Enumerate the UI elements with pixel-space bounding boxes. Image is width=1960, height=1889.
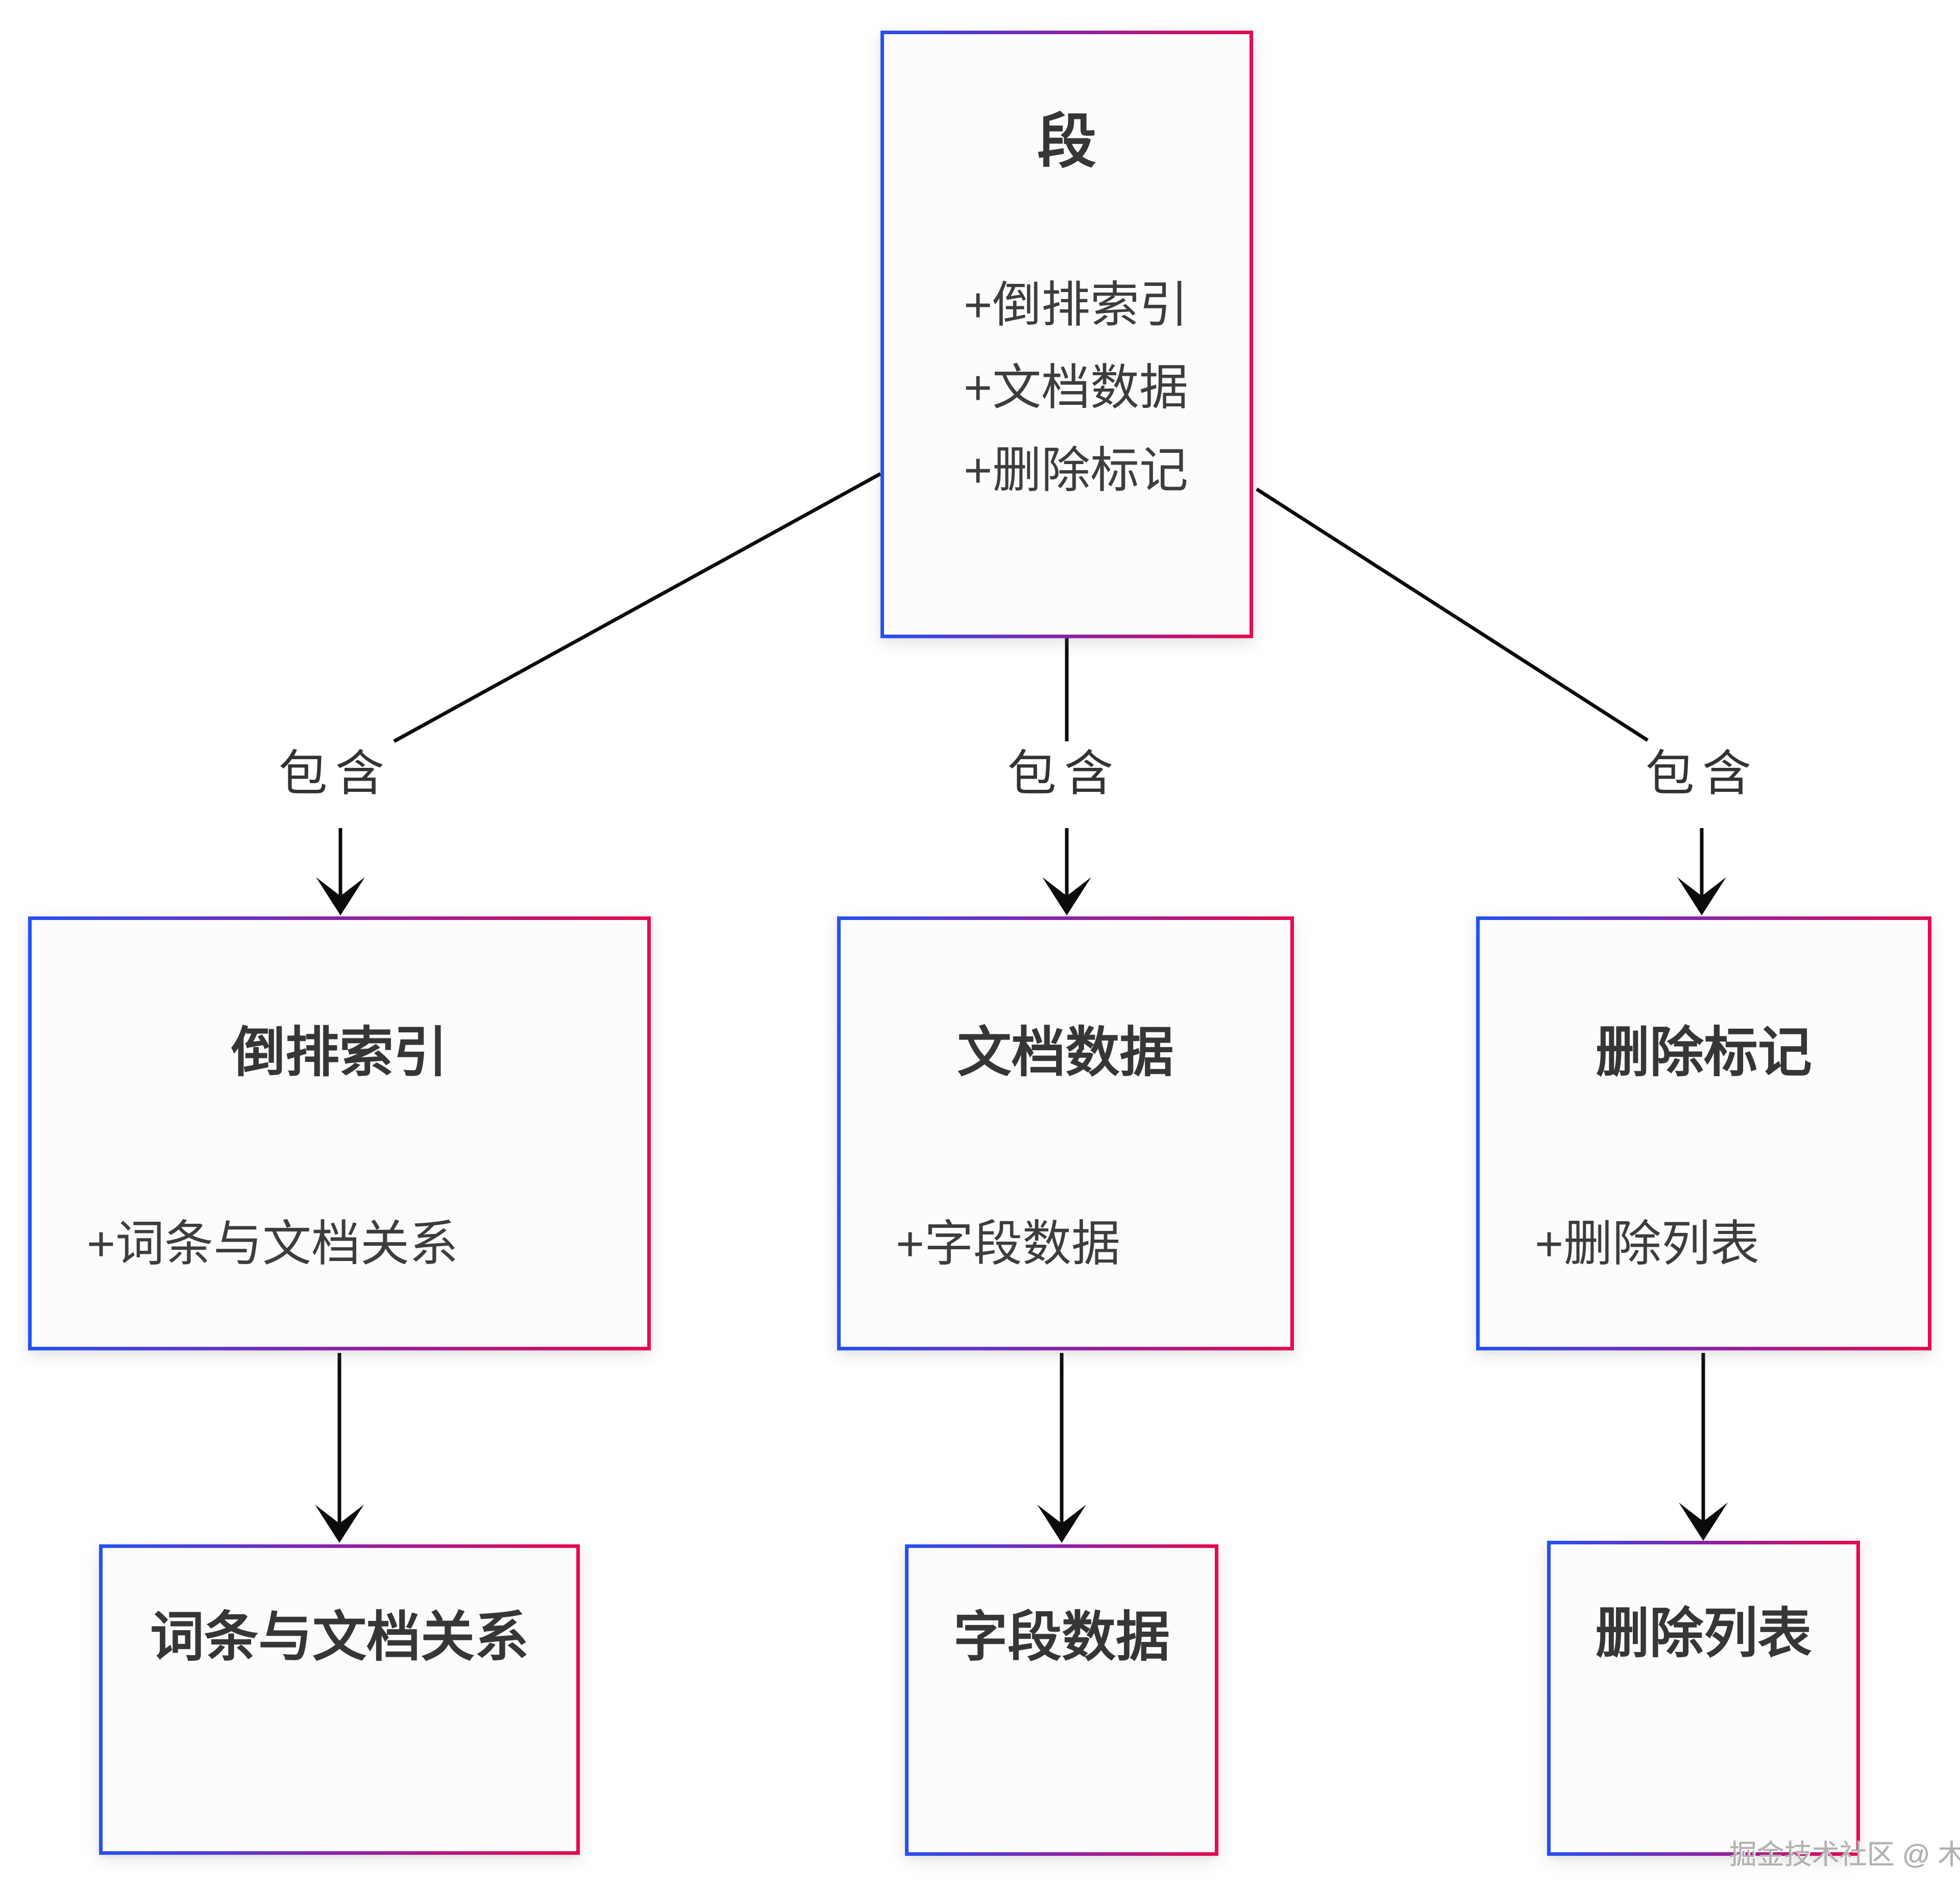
edge-label-contains-center: 包含 xyxy=(1007,746,1121,801)
node-doc-data-title: 文档数据 xyxy=(957,1023,1174,1083)
attribute-line: +文档数据 xyxy=(964,360,1189,415)
arrow-to-delete-list-head xyxy=(1679,1503,1728,1541)
node-field-data: 字段数据 xyxy=(905,1544,1218,1856)
arrow-to-delete-mark-head xyxy=(1677,877,1726,915)
arrow-to-doc-data-head xyxy=(1042,877,1091,915)
node-segment-attributes: +倒排索引 +文档数据 +删除标记 xyxy=(964,264,1188,512)
attribute-line: +倒排索引 xyxy=(964,278,1189,332)
watermark-text: 掘金技术社区 @ 木木一直在哭泣 xyxy=(1729,1839,1960,1870)
node-inverted-index: 倒排索引 +词条与文档关系 xyxy=(28,916,651,1350)
node-field-data-body: 字段数据 xyxy=(909,1548,1215,1852)
node-inverted-index-title: 倒排索引 xyxy=(231,1023,448,1083)
node-segment-title: 段 xyxy=(1037,108,1096,175)
node-segment-body: 段 +倒排索引 +文档数据 +删除标记 xyxy=(884,34,1250,635)
node-delete-list-title: 删除列表 xyxy=(1595,1604,1812,1664)
node-doc-data-attributes: +字段数据 xyxy=(896,1206,1120,1282)
edge-segment-delete-mark-line xyxy=(1256,488,1649,742)
edge-label-contains-left: 包含 xyxy=(278,746,393,801)
node-delete-mark-attributes: +删除列表 xyxy=(1535,1206,1759,1282)
attribute-line: +删除标记 xyxy=(964,443,1189,498)
edge-segment-inverted-index-line xyxy=(393,472,881,743)
node-delete-mark-title: 删除标记 xyxy=(1596,1023,1812,1083)
arrow-to-inverted-index-head xyxy=(316,877,365,915)
node-segment: 段 +倒排索引 +文档数据 +删除标记 xyxy=(880,31,1253,638)
arrow-to-field-data-head xyxy=(1037,1505,1086,1543)
node-delete-mark: 删除标记 +删除列表 xyxy=(1476,916,1931,1350)
node-delete-list-body: 删除列表 xyxy=(1551,1544,1856,1852)
node-doc-data-body: 文档数据 +字段数据 xyxy=(841,920,1290,1347)
arrow-to-term-doc-relation-head xyxy=(315,1505,364,1543)
node-inverted-index-body: 倒排索引 +词条与文档关系 xyxy=(32,920,647,1347)
node-term-doc-relation-body: 词条与文档关系 xyxy=(103,1548,576,1851)
node-field-data-title: 字段数据 xyxy=(953,1607,1170,1667)
attribute-line: +字段数据 xyxy=(896,1217,1121,1271)
node-delete-mark-body: 删除标记 +删除列表 xyxy=(1480,920,1928,1347)
node-term-doc-relation-title: 词条与文档关系 xyxy=(150,1607,529,1667)
edge-label-contains-right: 包含 xyxy=(1645,746,1759,801)
node-term-doc-relation: 词条与文档关系 xyxy=(99,1544,580,1855)
node-inverted-index-attributes: +词条与文档关系 xyxy=(87,1206,458,1282)
attribute-line: +删除列表 xyxy=(1535,1217,1760,1271)
node-doc-data: 文档数据 +字段数据 xyxy=(837,916,1294,1350)
node-delete-list: 删除列表 xyxy=(1547,1541,1860,1856)
attribute-line: +词条与文档关系 xyxy=(87,1217,459,1271)
